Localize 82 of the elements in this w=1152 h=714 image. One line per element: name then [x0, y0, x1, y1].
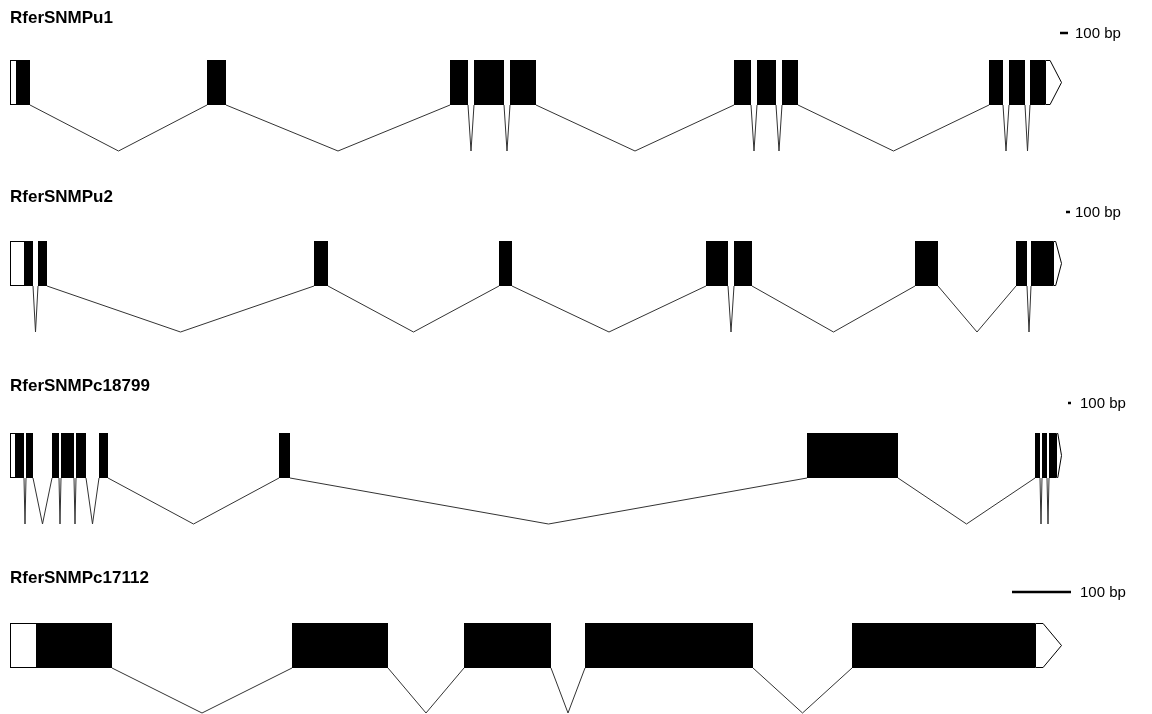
- exon-block: [1042, 433, 1047, 478]
- utr-end-block: [1045, 60, 1062, 105]
- intron-line: [327, 285, 500, 333]
- intron-line: [752, 667, 853, 714]
- scale-label: 100 bp: [1075, 25, 1121, 40]
- exon-block: [52, 433, 59, 478]
- intron-line: [897, 477, 1036, 525]
- intron-line: [503, 104, 511, 152]
- intron-line: [23, 477, 27, 525]
- intron-line: [58, 477, 62, 525]
- intron-line: [111, 667, 293, 714]
- exon-block: [314, 241, 328, 286]
- intron-line: [727, 285, 735, 333]
- exon-block: [757, 60, 776, 105]
- exon-block: [1035, 433, 1040, 478]
- intron-line: [289, 477, 808, 525]
- exon-block: [26, 433, 33, 478]
- exon-block: [207, 60, 226, 105]
- exon-block: [585, 623, 753, 668]
- utr-end-block: [1035, 623, 1062, 668]
- utr-block: [10, 623, 37, 668]
- exon-block: [279, 433, 290, 478]
- exon-block: [464, 623, 551, 668]
- intron-line: [1002, 104, 1010, 152]
- intron-line: [511, 285, 707, 333]
- intron-line: [1024, 104, 1031, 152]
- gene-name: RferSNMPc18799: [10, 377, 150, 394]
- exon-block: [706, 241, 728, 286]
- exon-block: [1049, 433, 1056, 478]
- exon-block: [1016, 241, 1027, 286]
- intron-line: [550, 667, 586, 714]
- exon-block: [76, 433, 86, 478]
- intron-line: [535, 104, 735, 152]
- utr-end-block: [1056, 433, 1062, 478]
- exon-block: [99, 433, 108, 478]
- exon-block: [852, 623, 1035, 668]
- utr-block: [10, 60, 17, 105]
- exon-block: [37, 623, 112, 668]
- utr-block: [10, 241, 25, 286]
- exon-block: [1031, 241, 1053, 286]
- scale-label: 100 bp: [1075, 204, 1121, 219]
- exon-block: [734, 60, 751, 105]
- intron-line: [1046, 477, 1050, 525]
- exon-block: [734, 241, 752, 286]
- exon-block: [510, 60, 536, 105]
- intron-line: [1039, 477, 1043, 525]
- intron-line: [73, 477, 77, 525]
- exon-block: [25, 241, 33, 286]
- exon-block: [38, 241, 47, 286]
- exon-block: [17, 60, 30, 105]
- intron-line: [32, 285, 39, 333]
- intron-line: [467, 104, 475, 152]
- exon-block: [499, 241, 512, 286]
- intron-line: [797, 104, 990, 152]
- gene-name: RferSNMPu2: [10, 188, 113, 205]
- exon-block: [782, 60, 798, 105]
- intron-line: [85, 477, 100, 525]
- exon-block: [450, 60, 468, 105]
- gene-name: RferSNMPc17112: [10, 569, 149, 586]
- exon-block: [1030, 60, 1045, 105]
- exon-block: [61, 433, 74, 478]
- intron-line: [937, 285, 1017, 333]
- exon-block: [915, 241, 938, 286]
- intron-line: [775, 104, 783, 152]
- exon-block: [1009, 60, 1025, 105]
- scale-label: 100 bp: [1080, 395, 1126, 410]
- exon-block: [474, 60, 504, 105]
- exon-block: [16, 433, 24, 478]
- intron-line: [1026, 285, 1032, 333]
- exon-block: [989, 60, 1003, 105]
- intron-line: [387, 667, 465, 714]
- intron-line: [750, 104, 758, 152]
- intron-line: [225, 104, 451, 152]
- utr-end-block: [1053, 241, 1062, 286]
- gene-name: RferSNMPu1: [10, 9, 113, 26]
- exon-block: [807, 433, 898, 478]
- intron-line: [32, 477, 53, 525]
- exon-block: [292, 623, 388, 668]
- scale-label: 100 bp: [1080, 584, 1126, 599]
- utr-block: [10, 433, 16, 478]
- intron-line: [751, 285, 916, 333]
- intron-line: [107, 477, 280, 525]
